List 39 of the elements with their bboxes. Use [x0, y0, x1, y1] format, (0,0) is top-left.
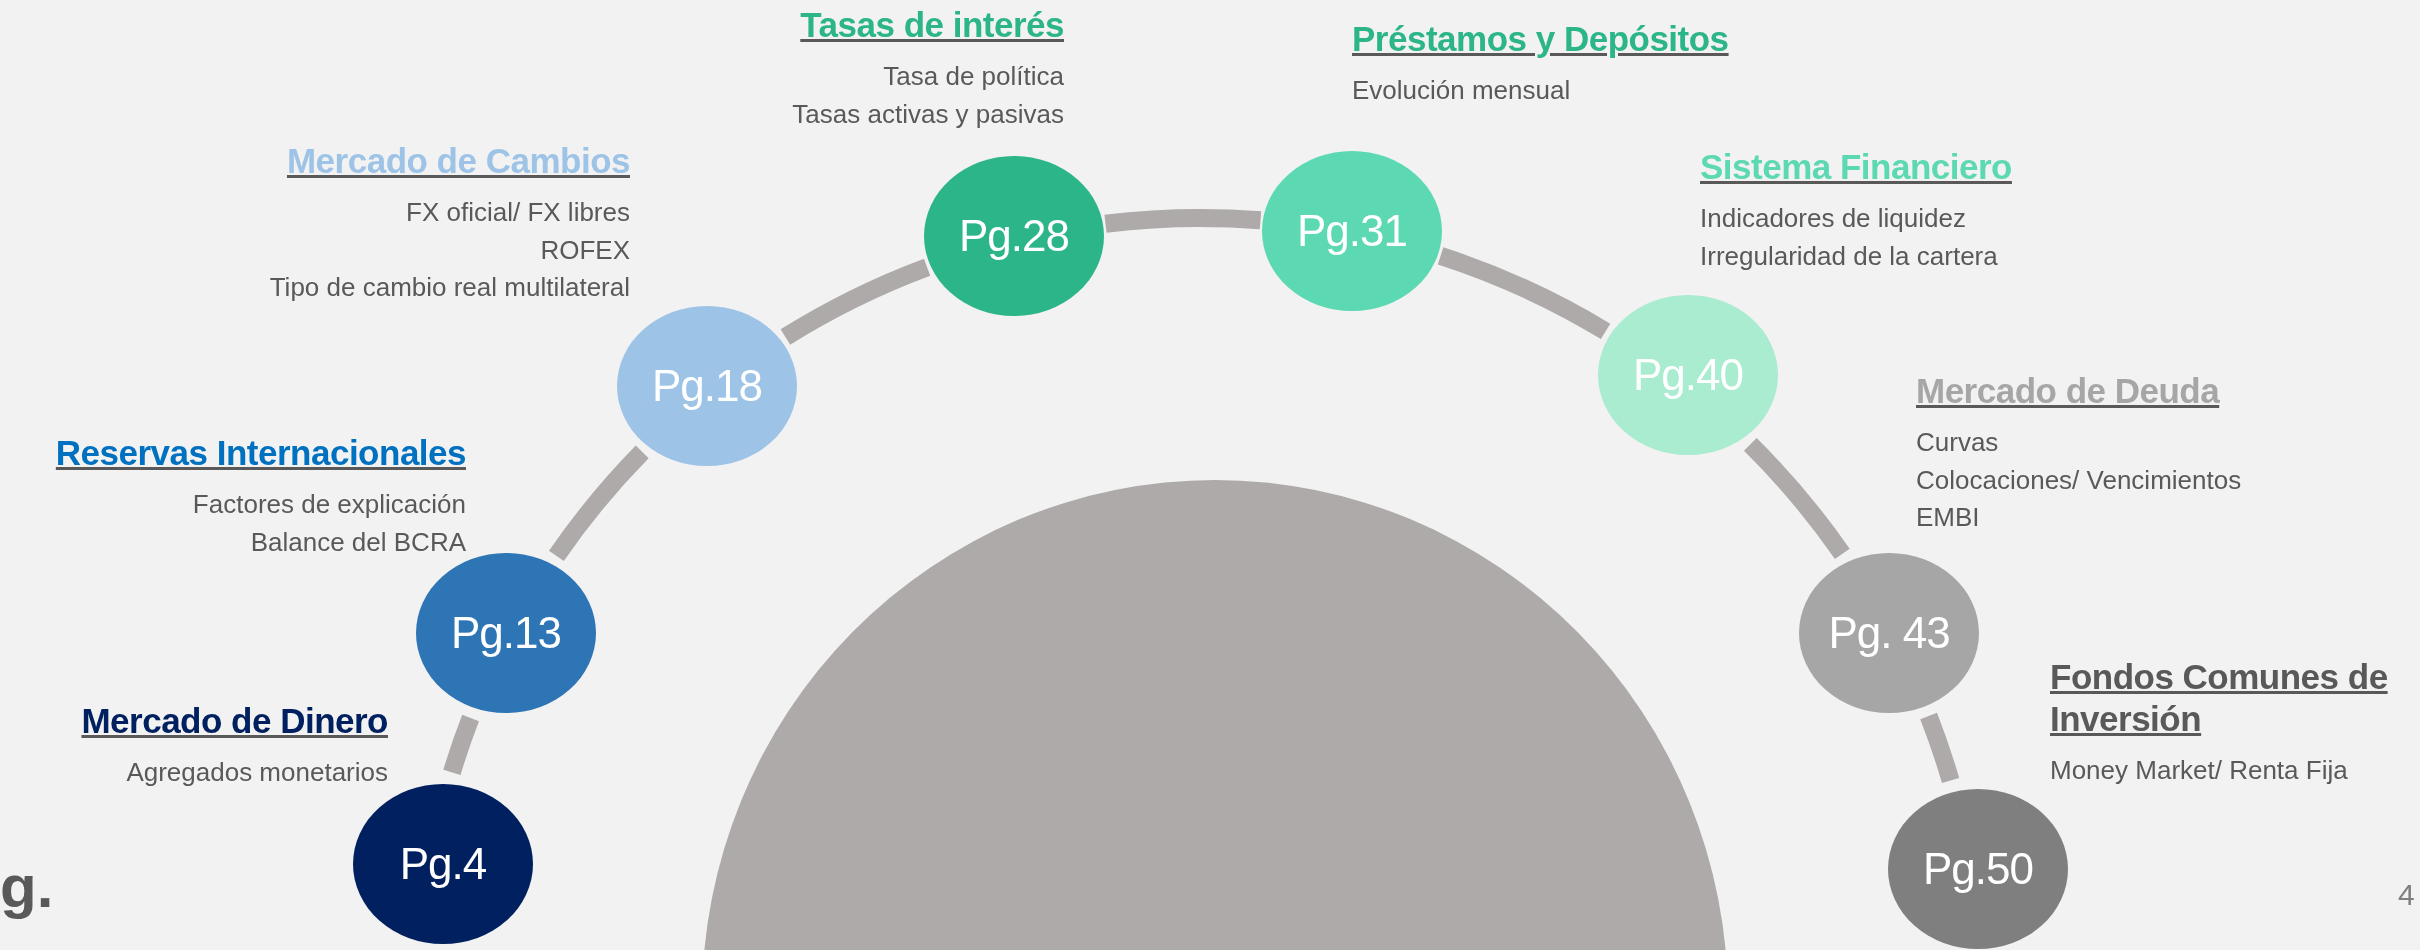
text-fragment: g. — [0, 852, 54, 921]
section-heading: Mercado de Cambios — [286, 141, 630, 180]
arc-connector — [549, 445, 649, 562]
topic-item: Balance del BCRA — [250, 526, 466, 557]
topic-item: Colocaciones/ Vencimientos — [1916, 464, 2242, 495]
topic-item: Agregados monetarios — [126, 757, 388, 787]
topic-item: FX oficial/ FX libres — [406, 197, 630, 227]
topic-item: Curvas — [1916, 427, 1999, 457]
section-heading: Sistema Financiero — [1700, 147, 2012, 186]
arc-connector — [443, 714, 480, 775]
page-number: Pg.28 — [959, 211, 1069, 261]
page-number: Pg.4 — [399, 839, 487, 889]
section-heading: Reservas Internacionales — [55, 433, 466, 472]
topic-item: Money Market/ Renta Fija — [2050, 755, 2348, 785]
topic-item: Tipo de cambio real multilateral — [269, 272, 630, 303]
topic-item: ROFEX — [540, 234, 630, 265]
page-number: Pg.31 — [1297, 206, 1407, 256]
section-heading: Mercado de Dinero — [81, 701, 388, 740]
section-heading: Tasas de interés — [800, 5, 1064, 44]
topic-item: Irregularidad de la cartera — [1700, 240, 1998, 271]
page-number: Pg.40 — [1633, 350, 1743, 400]
topic-item: Factores de explicación — [192, 489, 466, 519]
section-heading: Mercado de Deuda — [1916, 371, 2220, 410]
page-number: Pg. 43 — [1828, 608, 1950, 658]
topic-item: Evolución mensual — [1352, 75, 1571, 105]
page-number: 4 — [2398, 878, 2415, 912]
topic-item: Tasas activas y pasivas — [792, 98, 1064, 129]
page-number: Pg.18 — [652, 361, 762, 411]
arc-connector — [1437, 247, 1611, 340]
topic-item: Indicadores de liquidez — [1700, 203, 1966, 233]
arc-connector — [1920, 712, 1960, 784]
section-heading: Préstamos y Depósitos — [1352, 19, 1729, 58]
arc-connector — [1743, 438, 1850, 560]
topic-item: EMBI — [1916, 502, 1980, 533]
page-number: Pg.50 — [1923, 844, 2033, 894]
topic-item: Tasa de política — [883, 61, 1064, 91]
section-heading: Fondos Comunes de Inversión — [2050, 657, 2388, 738]
arc-connector — [780, 258, 931, 345]
page-number: Pg.13 — [451, 608, 561, 658]
